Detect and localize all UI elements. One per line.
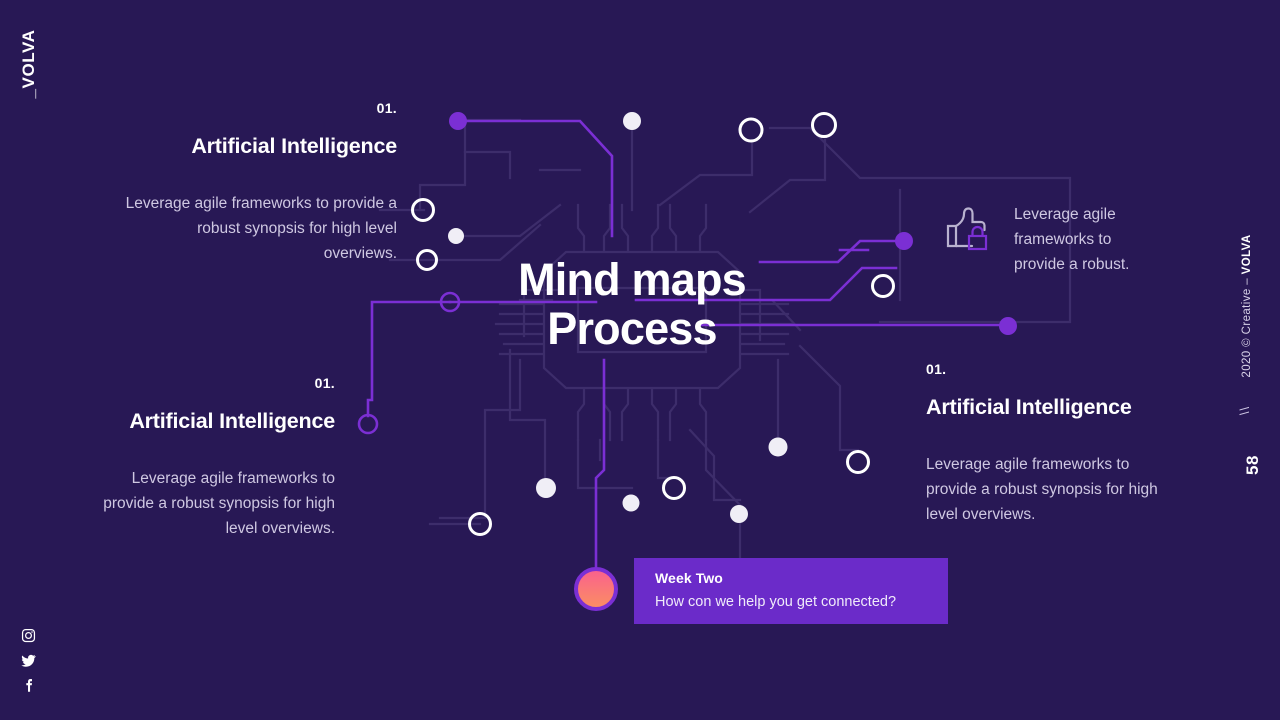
block-heading: Artificial Intelligence [129, 409, 335, 433]
footer-credit: 2020 © Creative – VOLVA [1241, 211, 1253, 401]
block-number: 01. [376, 100, 397, 116]
feature-block-bottom-right: 01. Artificial Intelligence Leverage agi… [926, 361, 1176, 527]
block-body: Leverage agile frameworks to provide a r… [125, 195, 397, 262]
footer-credit-text: 2020 © Creative – [1241, 274, 1253, 378]
block-number: 01. [314, 375, 335, 391]
thumbs-up-lock-icon [936, 202, 992, 263]
feature-thumbs-up: Leverage agile frameworks to provide a r… [936, 202, 1176, 277]
brand-logo-text: _VOLVA [19, 29, 38, 99]
page-title: Mind maps Process [420, 255, 844, 353]
instagram-icon[interactable] [21, 628, 36, 643]
rail-separator: \\ [1237, 405, 1253, 416]
gradient-node [574, 567, 618, 611]
brand-logo[interactable]: _VOLVA [10, 18, 50, 128]
callout-title: Week Two [655, 570, 723, 586]
block-body: Leverage agile frameworks to provide a r… [926, 456, 1158, 523]
facebook-icon[interactable] [21, 678, 36, 693]
page-title-line-1: Mind maps [518, 254, 747, 305]
feature-text: Leverage agile frameworks to provide a r… [1014, 206, 1130, 273]
social-links [21, 628, 36, 693]
page-title-line-2: Process [547, 303, 717, 354]
twitter-icon[interactable] [21, 653, 36, 668]
callout-subtitle: How con we help you get connected? [655, 594, 897, 610]
feature-block-top-left: 01. Artificial Intelligence Leverage agi… [120, 100, 398, 266]
feature-block-bottom-left: 01. Artificial Intelligence Leverage agi… [95, 375, 335, 541]
page-number: 58 [1243, 455, 1262, 475]
block-heading: Artificial Intelligence [191, 134, 397, 158]
callout-box[interactable]: Week Two How con we help you get connect… [634, 558, 948, 624]
block-body: Leverage agile frameworks to provide a r… [103, 470, 335, 537]
footer-credit-brand: VOLVA [1241, 234, 1253, 275]
block-number: 01. [926, 361, 947, 377]
block-heading: Artificial Intelligence [926, 395, 1132, 419]
